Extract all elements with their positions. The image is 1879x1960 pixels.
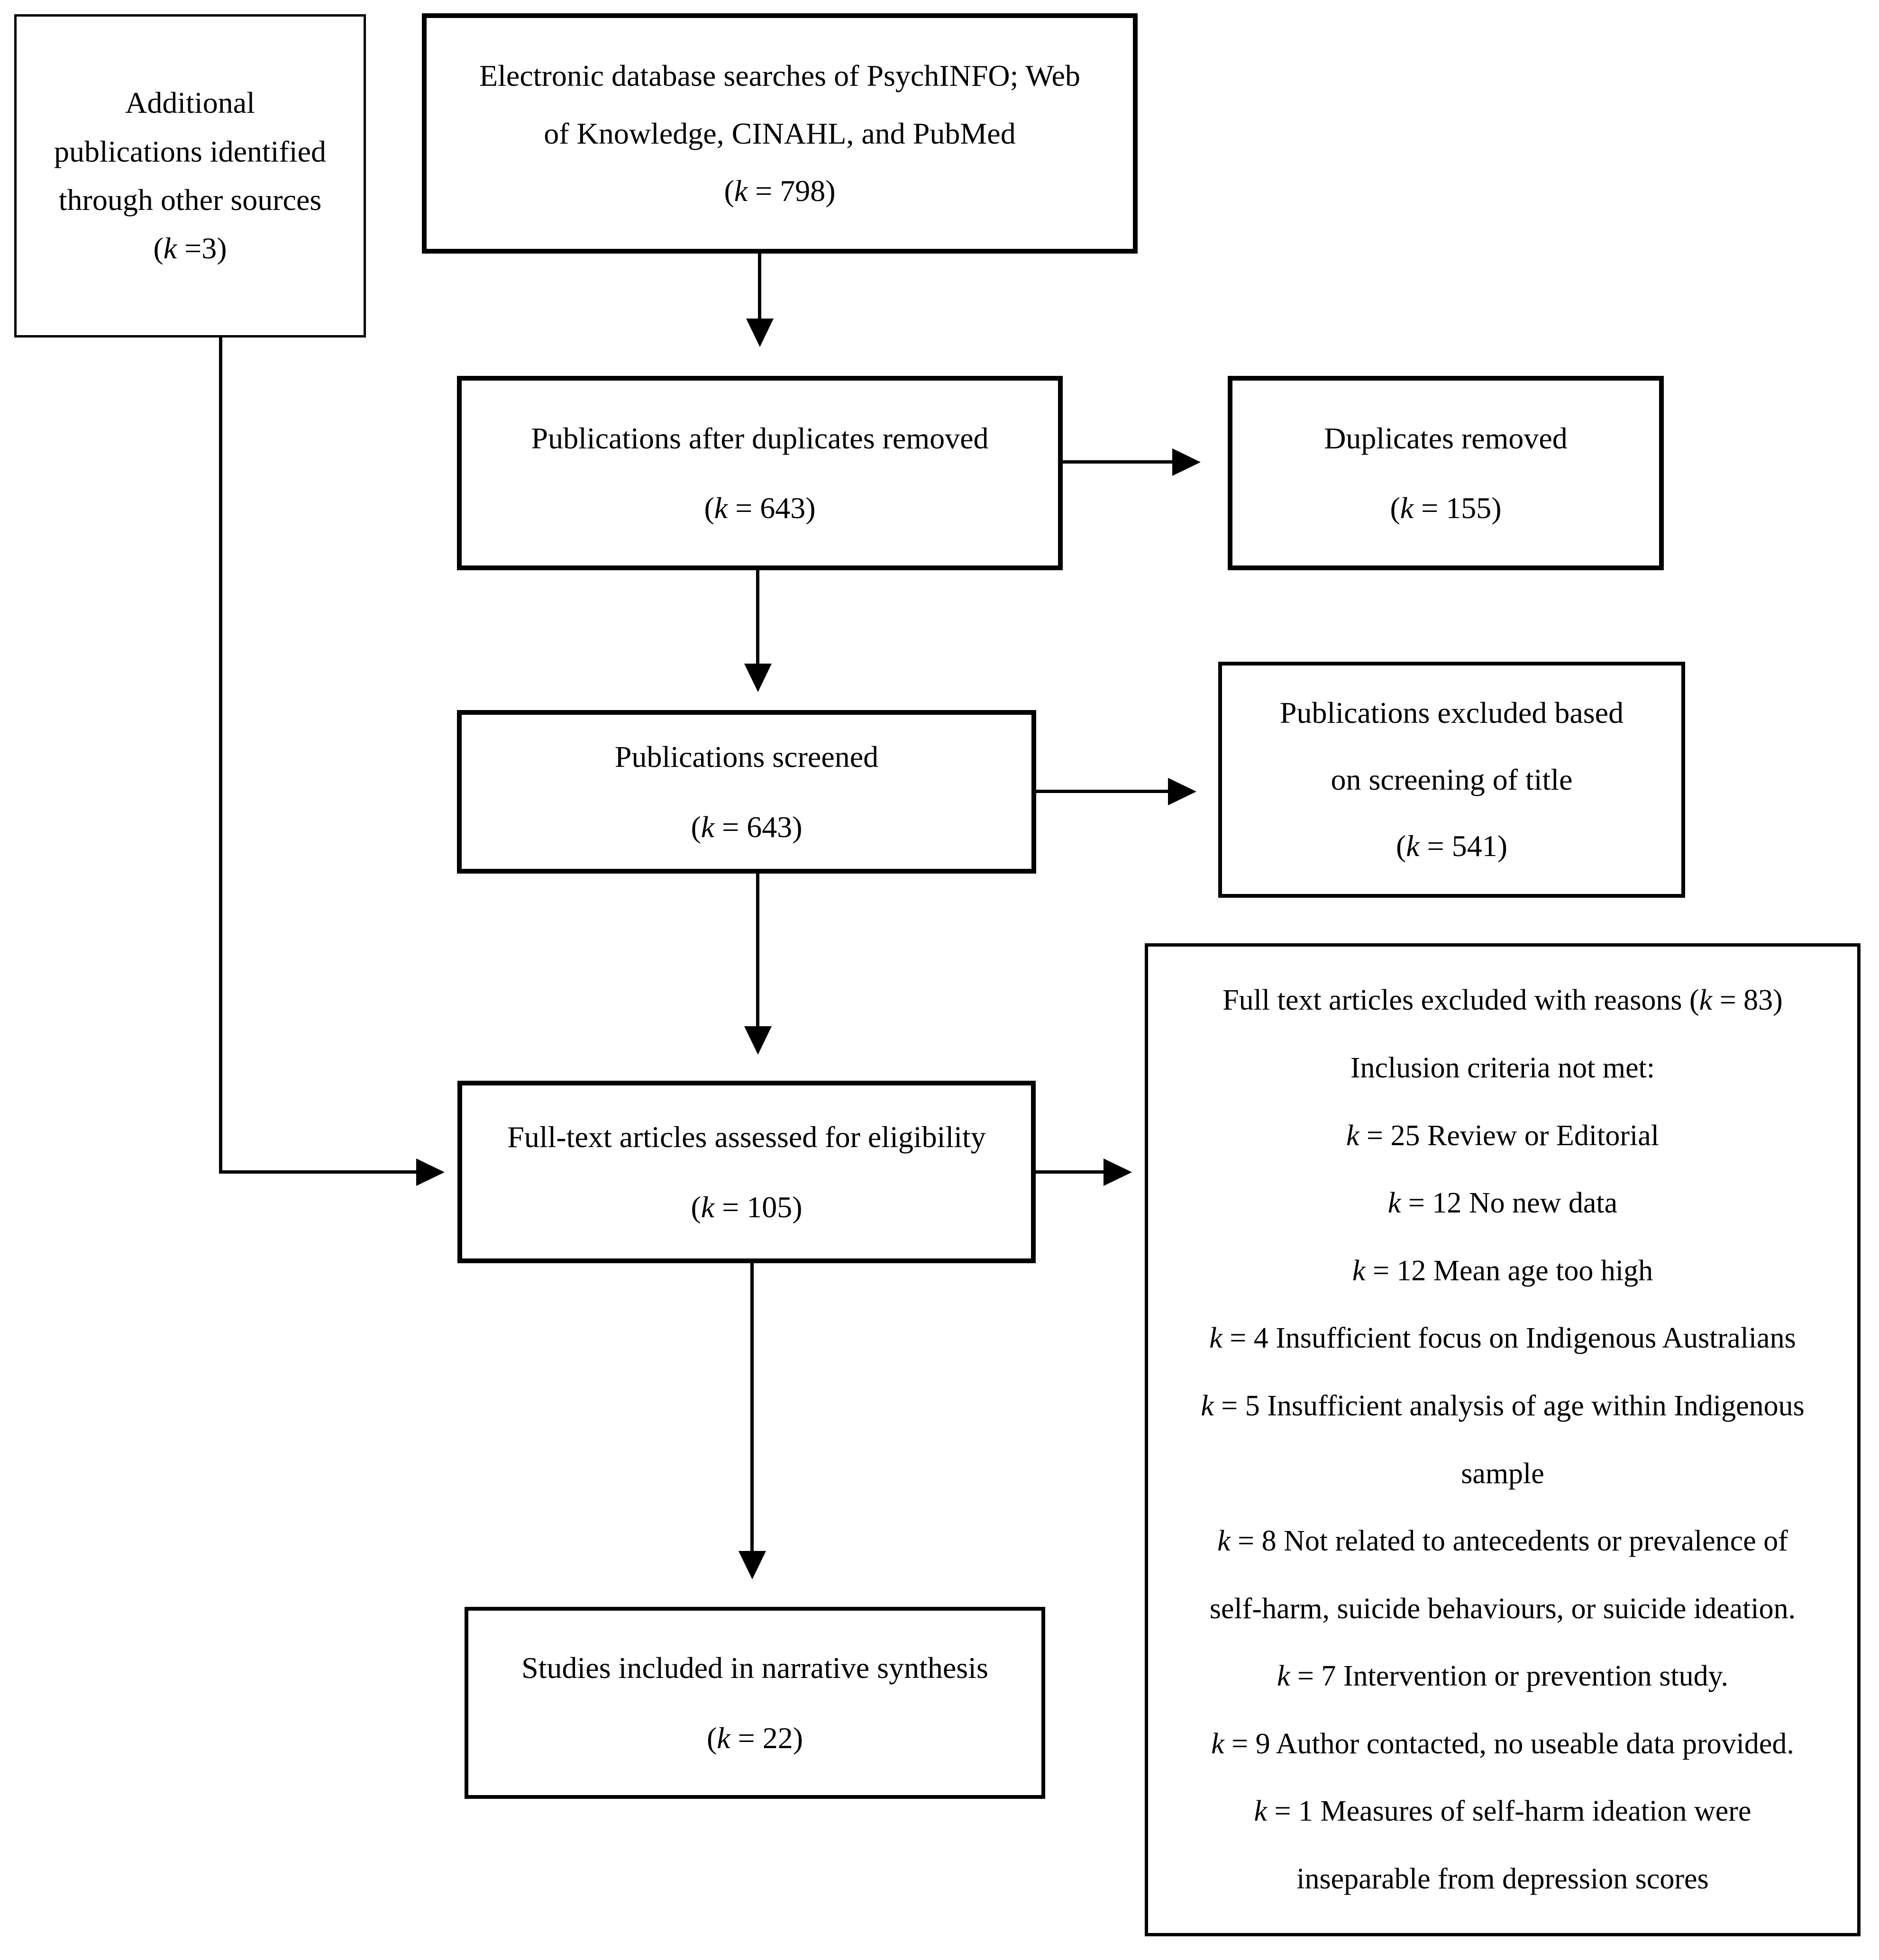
text-line: Duplicates removed xyxy=(1324,421,1568,455)
text-line: k = 8 Not related to antecedents or prev… xyxy=(1217,1525,1788,1558)
text-line: sample xyxy=(1461,1457,1544,1490)
text-line: k = 12 No new data xyxy=(1387,1187,1618,1220)
text-line: inseparable from depression scores xyxy=(1296,1863,1709,1896)
connector-screened-to-fulltext-line xyxy=(756,874,759,1028)
text-line: publications identified xyxy=(54,134,327,168)
text-line: Inclusion criteria not met: xyxy=(1350,1051,1655,1084)
connector-fulltext-to-included-line xyxy=(750,1263,754,1552)
text-line: k = 7 Intervention or prevention study. xyxy=(1277,1660,1729,1693)
box-publications-screened: Publications screened (k = 643) xyxy=(457,710,1036,874)
connector-screened-to-excludedtitle-line xyxy=(1036,790,1169,793)
text-line: (k = 643) xyxy=(691,810,803,844)
text-line: (k = 541) xyxy=(1396,829,1508,863)
connector-afterduplicates-to-screened-arrowhead xyxy=(744,664,772,692)
connector-additional-to-fulltext-arrowhead xyxy=(416,1158,445,1186)
connector-afterduplicates-to-duplicatesremoved-line xyxy=(1063,460,1173,464)
text-line: Publications screened xyxy=(614,740,879,774)
text-line: (k = 798) xyxy=(724,174,836,208)
text-line: through other sources xyxy=(58,183,322,217)
text-line: (k =3) xyxy=(153,231,227,265)
box-publications-after-duplicates-removed: Publications after duplicates removed (k … xyxy=(457,376,1063,570)
box-fulltext-articles-assessed: Full-text articles assessed for eligibil… xyxy=(457,1081,1036,1263)
text-line: Publications after duplicates removed xyxy=(531,421,989,455)
text-line: self-harm, suicide behaviours, or suicid… xyxy=(1209,1592,1796,1625)
text-line: on screening of title xyxy=(1331,762,1573,796)
box-publications-excluded-title-screening: Publications excluded based on screening … xyxy=(1218,662,1685,898)
text-line: (k = 155) xyxy=(1390,491,1502,525)
text-line: (k = 22) xyxy=(706,1721,803,1755)
connector-fulltext-to-included-arrowhead xyxy=(739,1551,766,1579)
connector-fulltext-to-excludedreasons-line xyxy=(1036,1170,1104,1174)
connector-screened-to-fulltext-arrowhead xyxy=(744,1026,772,1055)
connector-fulltext-to-excludedreasons-arrowhead xyxy=(1104,1158,1132,1186)
text-line: Electronic database searches of PsychINF… xyxy=(479,59,1080,93)
connector-database-to-afterduplicates-line xyxy=(758,254,761,320)
connector-afterduplicates-to-duplicatesremoved-arrowhead xyxy=(1172,448,1201,476)
text-line: Publications excluded based xyxy=(1279,695,1624,729)
text-line: k = 12 Mean age too high xyxy=(1352,1254,1653,1287)
box-studies-included-narrative-synthesis: Studies included in narrative synthesis (… xyxy=(465,1607,1045,1799)
connector-afterduplicates-to-screened-line xyxy=(756,570,759,665)
box-fulltext-excluded-with-reasons: Full text articles excluded with reasons… xyxy=(1145,943,1861,1936)
text-line: of Knowledge, CINAHL, and PubMed xyxy=(544,116,1016,150)
text-line: (k = 643) xyxy=(704,491,816,525)
text-line: k = 25 Review or Editorial xyxy=(1346,1119,1659,1152)
text-line: Full text articles excluded with reasons… xyxy=(1222,984,1783,1017)
connector-screened-to-excludedtitle-arrowhead xyxy=(1168,778,1196,805)
text-line: k = 9 Author contacted, no useable data … xyxy=(1211,1727,1794,1760)
text-line: k = 1 Measures of self-harm ideation wer… xyxy=(1254,1795,1751,1828)
text-line: k = 5 Insufficient analysis of age withi… xyxy=(1201,1389,1805,1422)
text-line: Additional xyxy=(125,86,255,120)
text-line: Studies included in narrative synthesis xyxy=(521,1651,988,1685)
connector-additional-to-fulltext-vertical-line xyxy=(219,337,222,1172)
text-line: k = 4 Insufficient focus on Indigenous A… xyxy=(1209,1322,1796,1355)
box-duplicates-removed: Duplicates removed (k = 155) xyxy=(1228,376,1664,570)
connector-database-to-afterduplicates-arrowhead xyxy=(746,319,774,347)
box-additional-sources: Additional publications identified through… xyxy=(14,14,366,337)
text-line: Full-text articles assessed for eligibil… xyxy=(507,1120,986,1154)
text-line: (k = 105) xyxy=(691,1190,803,1224)
box-database-searches: Electronic database searches of PsychINF… xyxy=(422,13,1138,254)
connector-additional-to-fulltext-horizontal-line xyxy=(219,1170,417,1174)
